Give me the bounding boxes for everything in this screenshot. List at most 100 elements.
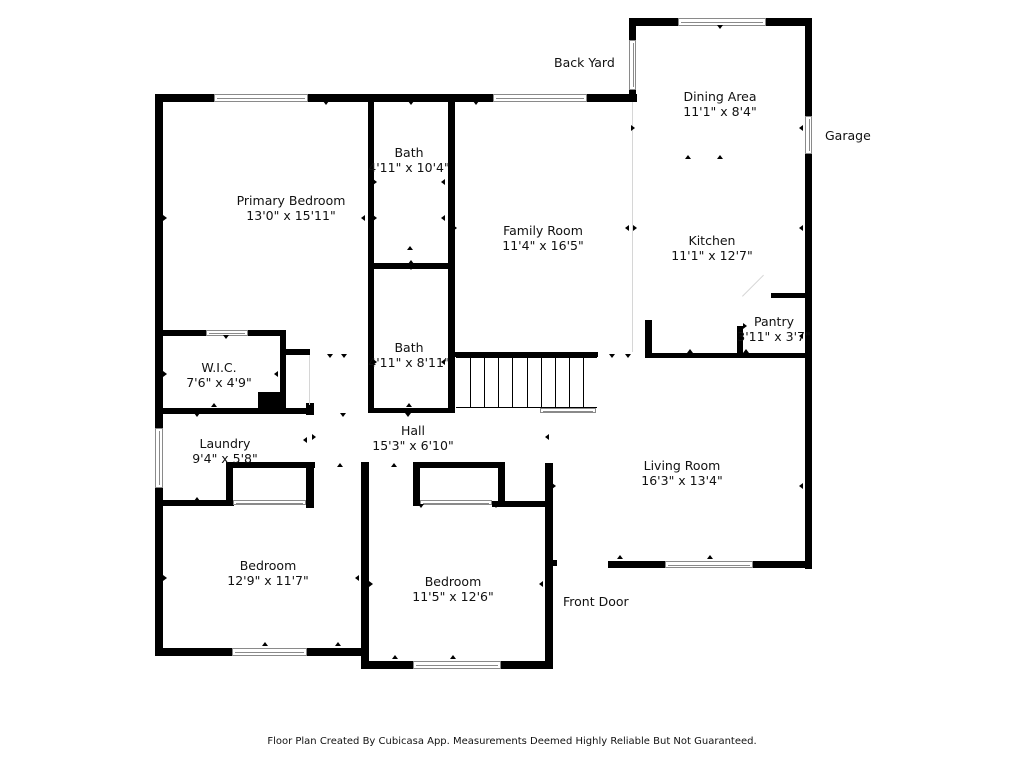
dimension-tick <box>407 246 413 250</box>
pantry-left-wall <box>737 326 743 356</box>
room-name: Bedroom <box>239 558 297 573</box>
window-back-yard-door <box>629 40 636 90</box>
dimension-tick <box>262 642 268 646</box>
dimension-tick <box>430 463 436 467</box>
room-dimensions: 12'9" x 11'7" <box>227 573 309 588</box>
dimension-tick <box>392 655 398 659</box>
room-name: Family Room <box>503 223 583 238</box>
stair-tread <box>498 358 500 407</box>
room-dimensions: 4'11" x 10'4" <box>368 160 450 175</box>
center-closet-top-wall <box>413 462 505 468</box>
front-door-jamb <box>549 560 557 566</box>
room-name: Living Room <box>643 458 721 473</box>
room-name: Primary Bedroom <box>236 193 346 208</box>
dimension-tick <box>743 323 747 329</box>
dimension-tick <box>163 575 167 581</box>
kitchen-bottom-wall <box>645 353 808 358</box>
closet-left-wall <box>226 463 233 506</box>
label-garage: Garage <box>825 128 871 143</box>
dimension-tick <box>799 125 803 131</box>
dimension-tick <box>717 155 723 159</box>
closet-bottom-wall <box>306 500 314 508</box>
dimension-tick <box>685 155 691 159</box>
room-dimensions: 3'11" x 3'7" <box>737 329 811 344</box>
room-label-family-room: Family Room 11'4" x 16'5" <box>502 223 583 253</box>
dimension-tick <box>617 555 623 559</box>
exterior-wall-right <box>805 18 812 569</box>
stair-tread <box>470 358 472 407</box>
dimension-tick <box>391 463 397 467</box>
window-primary-bedroom <box>214 94 308 102</box>
dimension-tick <box>418 504 424 508</box>
dimension-tick <box>799 333 803 339</box>
room-dimensions: 7'6" x 4'9" <box>186 375 252 390</box>
room-name: Bath <box>394 145 424 160</box>
dimension-tick <box>441 359 445 365</box>
room-name: Hall <box>400 423 425 438</box>
bath-bottom-wall <box>368 408 455 413</box>
dimension-tick <box>373 215 377 221</box>
footer-disclaimer: Floor Plan Created By Cubicasa App. Meas… <box>267 736 757 747</box>
dimension-tick <box>337 463 343 467</box>
wic-bottom-wall <box>158 408 314 414</box>
dimension-tick <box>631 125 635 131</box>
window-bedroom-left <box>232 648 307 656</box>
dimension-tick <box>408 260 414 264</box>
stairs-top-wall <box>455 352 598 357</box>
room-name: W.I.C. <box>201 360 237 375</box>
room-label-bedroom-left: Bedroom 12'9" x 11'7" <box>227 558 308 588</box>
dimension-tick <box>335 642 341 646</box>
room-dimensions: 11'1" x 8'4" <box>683 104 757 119</box>
dimension-tick <box>453 225 457 231</box>
dimension-tick <box>163 371 167 377</box>
closet-right-wall <box>306 462 314 508</box>
bath-right-wall <box>448 100 455 410</box>
wic-right-wall <box>280 330 286 412</box>
hall-opening-line <box>309 355 310 405</box>
label-front-door: Front Door <box>563 594 629 609</box>
room-label-living-room: Living Room 16'3" x 13'4" <box>641 458 722 488</box>
dimension-tick <box>373 359 377 365</box>
dimension-tick <box>687 349 693 353</box>
stair-tread <box>540 358 542 407</box>
room-label-bath-upper: Bath 4'11" x 10'4" <box>368 145 449 175</box>
stair-tread <box>568 358 570 407</box>
dimension-tick <box>408 101 414 105</box>
room-name: Kitchen <box>688 233 736 248</box>
exterior-wall-left <box>155 94 163 656</box>
dimension-tick <box>539 581 543 587</box>
room-label-laundry: Laundry 9'4" x 5'8" <box>192 436 258 466</box>
dimension-tick <box>743 349 749 353</box>
dimension-tick <box>355 575 359 581</box>
dimension-tick <box>408 266 414 270</box>
dimension-tick <box>312 434 316 440</box>
stair-tread <box>582 358 584 407</box>
dimension-tick <box>373 179 377 185</box>
window-stairs-bottom <box>540 408 596 413</box>
center-closet-right-wall <box>498 462 505 506</box>
window-living-room <box>665 561 753 568</box>
dining-left-wall-lower <box>629 90 636 102</box>
staircase <box>456 357 597 408</box>
room-name: Bedroom <box>424 574 482 589</box>
stair-tread <box>554 358 556 407</box>
room-name: Pantry <box>753 314 794 329</box>
dimension-tick <box>441 179 445 185</box>
room-label-bath-lower: Bath 4'11" x 8'11" <box>368 340 449 370</box>
window-laundry <box>155 428 163 488</box>
room-dimensions: 15'3" x 6'10" <box>372 438 454 453</box>
dimension-tick <box>163 215 167 221</box>
bath-left-wall <box>368 100 374 411</box>
label-back-yard: Back Yard <box>554 55 615 70</box>
stair-tread <box>512 358 514 407</box>
kitchen-island-wall <box>645 320 652 357</box>
room-dimensions: 9'4" x 5'8" <box>192 451 258 466</box>
room-label-pantry: Pantry 3'11" x 3'7" <box>737 314 810 344</box>
wic-top-wall-right <box>248 330 286 336</box>
room-name: Dining Area <box>683 89 757 104</box>
dimension-tick <box>405 413 411 417</box>
window-family-room <box>493 94 587 102</box>
center-closet-bottom-wall <box>492 501 553 507</box>
dimension-tick <box>369 581 373 587</box>
